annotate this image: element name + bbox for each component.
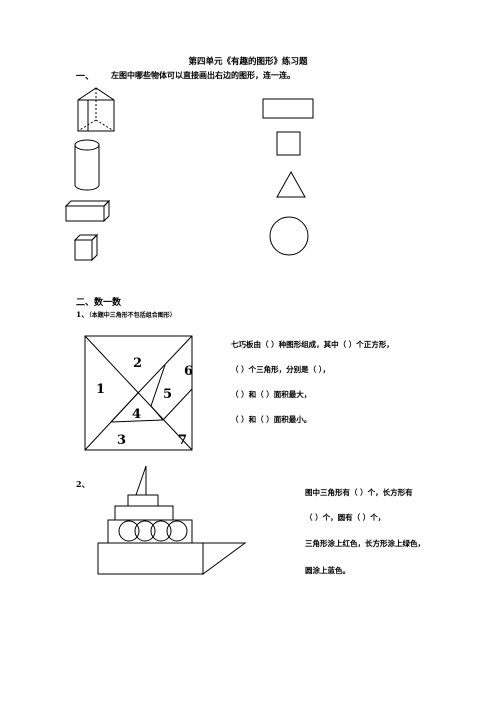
tangram-number-6: 6 <box>184 364 193 379</box>
question1-label: 1、（本题中三角形不包括组合图形） <box>76 309 176 320</box>
section1-instruction: 左图中哪些物体可以直接画出右边的图形，连一连。 <box>111 70 295 80</box>
tangram-number-3: 3 <box>117 433 126 448</box>
cube[interactable] <box>73 233 99 262</box>
tangram-number-2: 2 <box>133 356 142 371</box>
triangular-prism[interactable] <box>77 87 115 132</box>
boat <box>97 465 247 575</box>
hull-rectangle <box>97 542 204 575</box>
tangram <box>84 335 193 451</box>
square-shape[interactable] <box>276 131 301 156</box>
circle-shape[interactable] <box>269 216 309 256</box>
question2-line-2: （ ）个，圆有（ ）个， <box>305 513 386 522</box>
tangram-number-5: 5 <box>163 387 172 402</box>
section1-number: 一、 <box>76 72 95 82</box>
porthole-circle <box>118 520 140 542</box>
porthole-circle <box>134 520 156 542</box>
page-title: 第四单元《有趣的图形》练习题 <box>188 57 308 67</box>
triangle-shape[interactable] <box>276 170 306 198</box>
question2-label: 2、 <box>76 479 90 489</box>
question1-line-3: （ ）和（ ）面积最大， <box>231 390 312 399</box>
sail-triangle <box>135 465 147 496</box>
porthole-circle <box>150 520 172 542</box>
question2-line-1: 图中三角形有（ ）个，长方形有 <box>305 488 413 497</box>
question1-note: （本题中三角形不包括组合图形） <box>88 312 176 319</box>
question1-line-1: 七巧板由（ ）种图形组成，其中（ ）个正方形， <box>231 340 394 349</box>
question2-line-4: 圆涂上蓝色。 <box>305 566 350 575</box>
question2-line-3: 三角形涂上红色，长方形涂上绿色， <box>305 539 425 548</box>
bow-triangle <box>202 542 247 575</box>
cabin-rectangle-top <box>127 494 159 507</box>
cabin-rectangle-middle <box>114 505 174 521</box>
tangram-number-1: 1 <box>96 382 105 397</box>
cuboid[interactable] <box>64 199 111 223</box>
tangram-number-4: 4 <box>132 407 141 422</box>
cylinder[interactable] <box>74 139 100 191</box>
question1-line-2: （ ）个三角形，分别是（ ）， <box>231 365 330 374</box>
question1-line-4: （ ）和（ ）面积最小。 <box>231 415 312 424</box>
question1-number: 1、 <box>76 310 89 319</box>
rectangle-shape[interactable] <box>262 98 314 119</box>
tangram-number-7: 7 <box>178 433 187 448</box>
porthole-circle <box>166 520 188 542</box>
section2-heading: 二、数一数 <box>76 298 122 308</box>
